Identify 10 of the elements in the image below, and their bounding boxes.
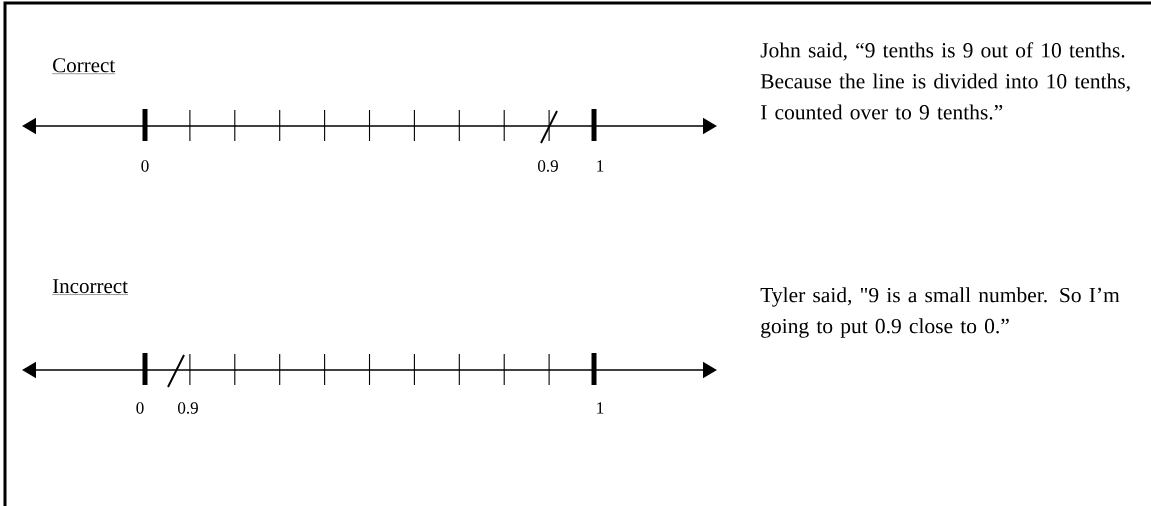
- tick-label: 0: [136, 402, 144, 414]
- section-heading: Incorrect: [52, 279, 129, 295]
- tick-label: 0.9: [538, 160, 558, 172]
- section-heading: Correct: [52, 58, 116, 74]
- tick-label: 0.9: [178, 402, 198, 414]
- tick-label: 1: [597, 160, 604, 172]
- tick-label: 0: [141, 160, 149, 172]
- quote-text: John said, “9 tenths is 9 out of 10 tenths. Because the line is divided into 10 tenths, I counted over to 9 tenths.”: [760, 42, 1130, 120]
- quote-text: Tyler said, "9 is a small number. So I’m going to put 0.9 close to 0.”: [760, 287, 1120, 338]
- tick-label: 1: [597, 402, 604, 414]
